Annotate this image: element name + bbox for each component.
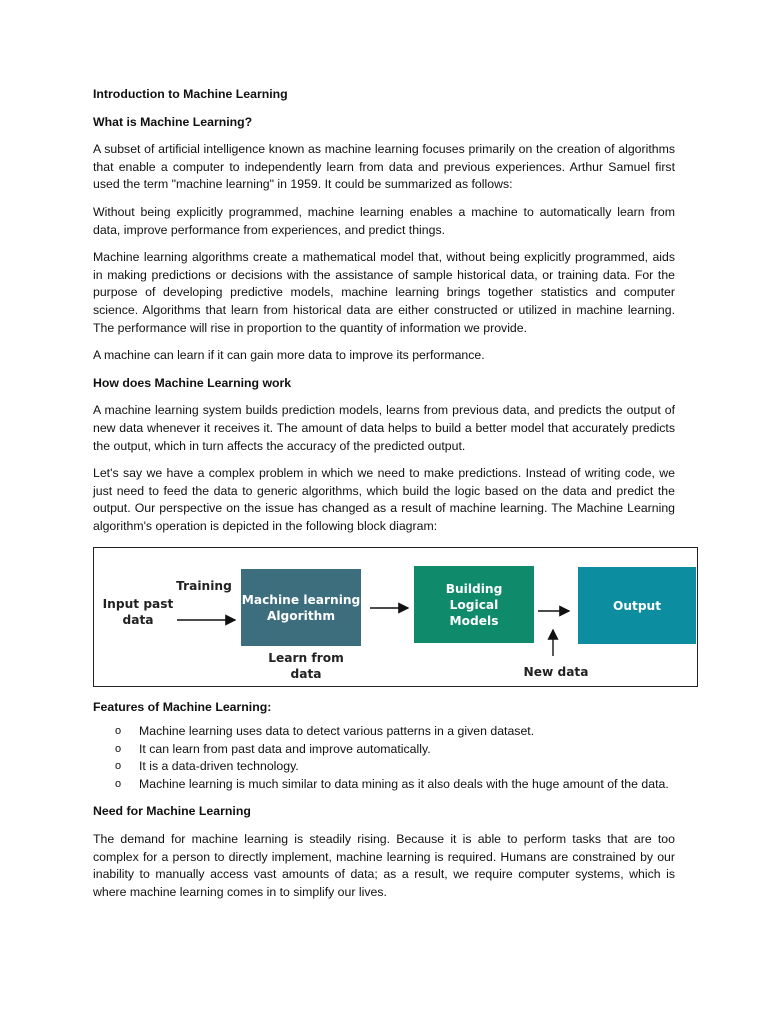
box-building-logical-models: Building Logical Models [414, 566, 534, 644]
paragraph-algorithms: Machine learning algorithms create a mat… [93, 250, 675, 335]
box-ml-algorithm: Machine learning Algorithm [241, 569, 361, 647]
paragraph-complex-problem: Let's say we have a complex problem in w… [93, 466, 675, 533]
heading-how-ml-works: How does Machine Learning work [93, 375, 292, 390]
paragraph-prediction-models: A machine learning system builds predict… [93, 403, 675, 453]
diagram-arrows [177, 602, 571, 657]
box-output: Output [578, 567, 696, 645]
bullet-icon: o [115, 742, 122, 755]
label-new-data: New data [523, 665, 589, 680]
bullet-icon: o [115, 760, 122, 773]
document-title: Introduction to Machine Learning [93, 87, 288, 101]
paragraph-more-data: A machine can learn if it can gain more … [93, 348, 485, 363]
paragraph-demand: The demand for machine learning is stead… [93, 832, 675, 899]
heading-features: Features of Machine Learning: [93, 700, 272, 715]
bullet-icon: o [115, 725, 122, 738]
label-input-past-data: Input past data [102, 597, 174, 628]
ml-block-diagram: Input past data Training Machine learnin… [93, 547, 698, 688]
paragraph-definition: A subset of artificial intelligence know… [93, 142, 675, 192]
label-training: Training [176, 579, 232, 594]
document-body: Introduction to Machine Learning What is… [93, 86, 698, 901]
label-learn-from-data: Learn from data [268, 651, 344, 682]
heading-need-for-ml: Need for Machine Learning [93, 804, 251, 819]
paragraph-summary: Without being explicitly programmed, mac… [93, 204, 675, 237]
heading-what-is-ml: What is Machine Learning? [93, 114, 253, 129]
bullet-icon: o [115, 777, 122, 790]
